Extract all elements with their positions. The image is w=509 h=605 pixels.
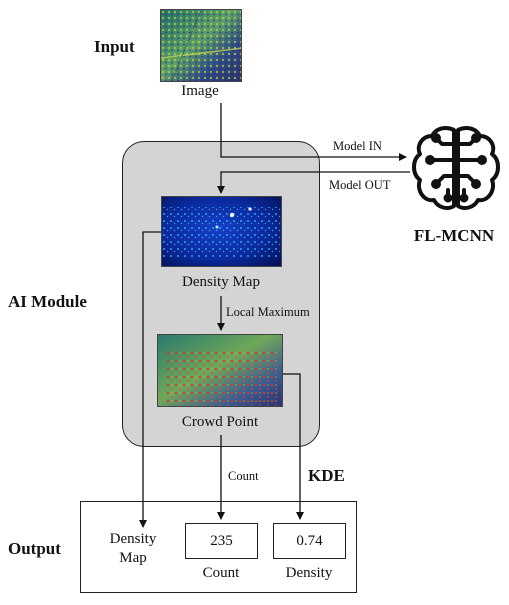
local-maximum-label: Local Maximum <box>226 305 310 319</box>
output-density-map-line2: Map <box>119 550 147 566</box>
output-density-map-line1: Density <box>109 531 157 547</box>
input-section-label: Input <box>94 37 135 56</box>
crowd-point-caption: Crowd Point <box>181 414 259 430</box>
edge-kde <box>283 373 304 520</box>
density-map-image <box>161 196 282 267</box>
density-map-caption: Density Map <box>182 274 260 290</box>
brain-circuit-icon <box>408 120 504 216</box>
kde-label: KDE <box>308 466 345 485</box>
density-value: 0.74 <box>296 532 323 549</box>
model-out-label: Model OUT <box>329 178 391 192</box>
model-name: FL-MCNN <box>413 226 495 245</box>
count-value-box: 235 <box>185 523 258 559</box>
edge-image-to-model <box>220 103 407 161</box>
density-value-box: 0.74 <box>273 523 346 559</box>
input-image <box>160 9 242 82</box>
count-edge-label: Count <box>228 469 259 483</box>
model-in-label: Model IN <box>333 139 382 153</box>
output-section-label: Output <box>8 539 61 558</box>
edge-density-map-output <box>139 231 161 528</box>
count-label: Count <box>202 565 240 581</box>
ai-module-section-label: AI Module <box>8 292 87 311</box>
edge-model-to-density-map <box>217 171 410 194</box>
crowd-point-image <box>157 334 283 407</box>
count-value: 235 <box>210 532 233 549</box>
density-label: Density <box>285 565 333 581</box>
image-caption: Image <box>181 83 219 99</box>
